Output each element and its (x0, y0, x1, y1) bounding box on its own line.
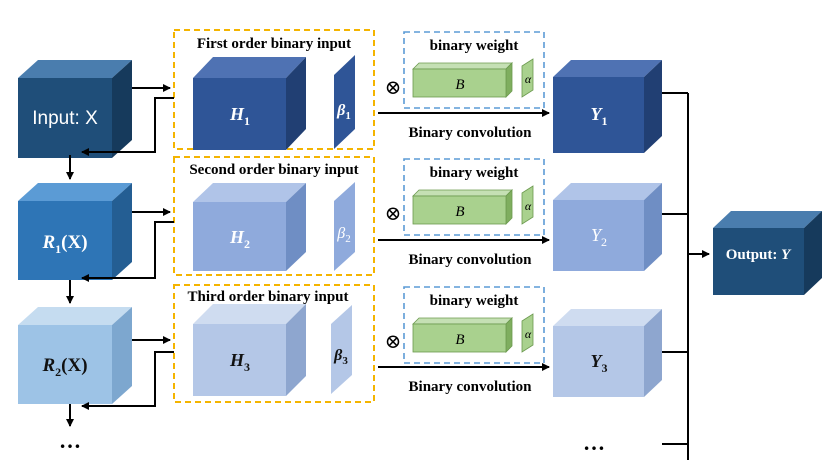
y2-label-main: Y (591, 225, 603, 245)
beta1-label-sub: 1 (345, 110, 351, 122)
y3-cube: Y3 (553, 309, 662, 397)
h3-label: H3 (229, 350, 250, 374)
beta3-label-main: β (333, 347, 343, 364)
third-order-title: Third order binary input (187, 289, 348, 305)
binary-convolution-label-1: Binary convolution (409, 125, 533, 141)
r2-label-main: R (41, 355, 55, 376)
h2-label-main: H (229, 227, 245, 247)
beta2-shape: β2 (334, 182, 355, 271)
arrow-feedback-1 (81, 97, 174, 156)
input-x-front (18, 78, 112, 158)
alpha-tile-3: α (521, 313, 534, 353)
alpha-label-1: α (525, 72, 532, 86)
h2-label: H2 (229, 227, 250, 251)
input-x-label: Input: X (32, 108, 98, 129)
weight-b-block-1: B (412, 62, 513, 98)
y3-label: Y3 (591, 351, 608, 375)
r1-front (18, 201, 112, 280)
beta1-label: β1 (336, 102, 351, 122)
second-order-group (173, 156, 375, 276)
binary-weight-title-3: binary weight (430, 293, 519, 309)
binary-convolution-label-3: Binary convolution (409, 379, 533, 395)
r1-label-sub: 1 (55, 242, 61, 256)
r2-label: R2(X) (41, 355, 87, 379)
h3-label-main: H (229, 350, 245, 370)
h2-front (193, 202, 286, 271)
h3-front (193, 324, 286, 396)
h2-cube: H2 (193, 183, 306, 271)
beta3-label-sub: 3 (342, 355, 348, 367)
y2-front (553, 200, 644, 271)
r2-front (18, 325, 112, 404)
weight-b-label-1: B (455, 77, 464, 93)
y1-label-sub: 1 (602, 114, 608, 128)
input-x-cube: Input: X (18, 60, 132, 158)
output-cube: Output: Y (713, 211, 822, 295)
first-order-group (173, 29, 375, 150)
output-label-prefix: Output: (726, 247, 781, 263)
alpha-tile-2: α (521, 185, 534, 225)
beta1-label-main: β (336, 102, 346, 119)
y2-label: Y2 (591, 225, 607, 249)
r1-label-tail: (X) (61, 232, 87, 253)
r2-label-sub: 2 (55, 365, 61, 379)
beta2-label-main: β (336, 225, 345, 242)
y2-label-sub: 2 (601, 235, 607, 249)
r1-cube: R1(X) (18, 183, 132, 280)
output-front (713, 228, 804, 295)
otimes-1: ⊗ (385, 77, 402, 99)
binary-convolution-label-2: Binary convolution (409, 252, 533, 268)
binary-weight-box-2 (403, 158, 545, 236)
h1-cube: H1 (193, 57, 306, 150)
beta2-label-sub: 2 (345, 233, 351, 245)
y1-label-main: Y (591, 104, 604, 124)
beta1-shape: β1 (334, 55, 355, 149)
y1-cube: Y1 (553, 60, 662, 153)
h1-label-main: H (229, 104, 245, 124)
y3-front (553, 326, 644, 397)
beta2-label: β2 (336, 225, 350, 245)
y3-label-sub: 3 (602, 361, 608, 375)
second-order-title: Second order binary input (189, 162, 358, 178)
h1-label-sub: 1 (244, 114, 250, 128)
weight-b-label-2: B (455, 204, 464, 220)
arrow-feedback-2 (81, 221, 174, 282)
y2-cube: Y2 (553, 183, 662, 271)
weight-b-block-3: B (412, 317, 513, 353)
r2-label-tail: (X) (61, 355, 87, 376)
binary-weight-box-1 (403, 31, 545, 109)
third-order-group (173, 284, 375, 403)
weight-b-block-2: B (412, 189, 513, 225)
otimes-3: ⊗ (385, 331, 402, 353)
beta3-shape: β3 (331, 305, 352, 394)
binary-weight-title-2: binary weight (430, 165, 519, 181)
alpha-label-2: α (525, 199, 532, 213)
y1-front (553, 77, 644, 153)
binary-weight-title-1: binary weight (430, 38, 519, 54)
output-label: Output: Y (726, 247, 792, 263)
binary-weight-box-3 (403, 286, 545, 364)
weight-b-label-3: B (455, 332, 464, 348)
y1-label: Y1 (591, 104, 608, 128)
r1-label: R1(X) (41, 232, 87, 256)
h3-label-sub: 3 (244, 360, 250, 374)
otimes-2: ⊗ (385, 203, 402, 225)
y3-label-main: Y (591, 351, 604, 371)
r1-label-main: R (41, 232, 55, 253)
continuation-right: … (583, 430, 605, 455)
connectors (66, 84, 710, 460)
r2-cube: R2(X) (18, 307, 132, 404)
h3-cube: H3 (193, 304, 306, 396)
continuation-left: … (59, 428, 81, 453)
alpha-label-3: α (525, 327, 532, 341)
h1-front (193, 78, 286, 150)
alpha-tile-1: α (521, 58, 534, 98)
first-order-title: First order binary input (197, 36, 351, 52)
output-label-var: Y (781, 247, 792, 263)
beta3-label: β3 (333, 347, 348, 367)
h2-label-sub: 2 (244, 237, 250, 251)
arrow-feedback-3 (81, 351, 174, 410)
h1-label: H1 (229, 104, 250, 128)
